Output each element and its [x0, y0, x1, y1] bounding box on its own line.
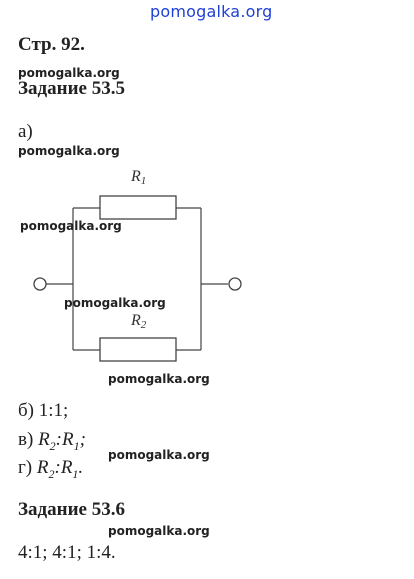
watermark: pomogalka.org	[18, 144, 120, 158]
terminal-right	[228, 277, 242, 291]
watermark: pomogalka.org	[20, 219, 122, 233]
resistor-r2-label: R2	[130, 312, 147, 331]
watermark: pomogalka.org	[64, 296, 166, 310]
task-53-6-title: Задание 53.6	[18, 499, 125, 520]
watermark: pomogalka.org	[108, 524, 210, 538]
resistor-r1	[99, 195, 177, 220]
watermark: pomogalka.org	[18, 66, 120, 80]
task-53-5-title: Задание 53.5	[18, 78, 125, 99]
watermark-top: pomogalka.org	[150, 2, 273, 21]
watermark: pomogalka.org	[108, 448, 210, 462]
page-heading: Стр. 92.	[18, 34, 85, 55]
resistor-r2	[99, 337, 177, 362]
parallel-circuit-diagram: R1 R2	[33, 168, 242, 362]
resistor-r1-label: R1	[130, 168, 146, 187]
answer-b: б) 1:1;	[18, 400, 69, 421]
answer-g: г) R2:R1.	[18, 457, 84, 481]
circuit-wires	[46, 207, 228, 351]
task-53-6-answer: 4:1; 4:1; 1:4.	[18, 542, 116, 563]
part-a-label: а)	[18, 121, 33, 142]
answer-v: в) R2:R1;	[18, 429, 86, 453]
watermark: pomogalka.org	[108, 372, 210, 386]
terminal-left	[33, 277, 47, 291]
